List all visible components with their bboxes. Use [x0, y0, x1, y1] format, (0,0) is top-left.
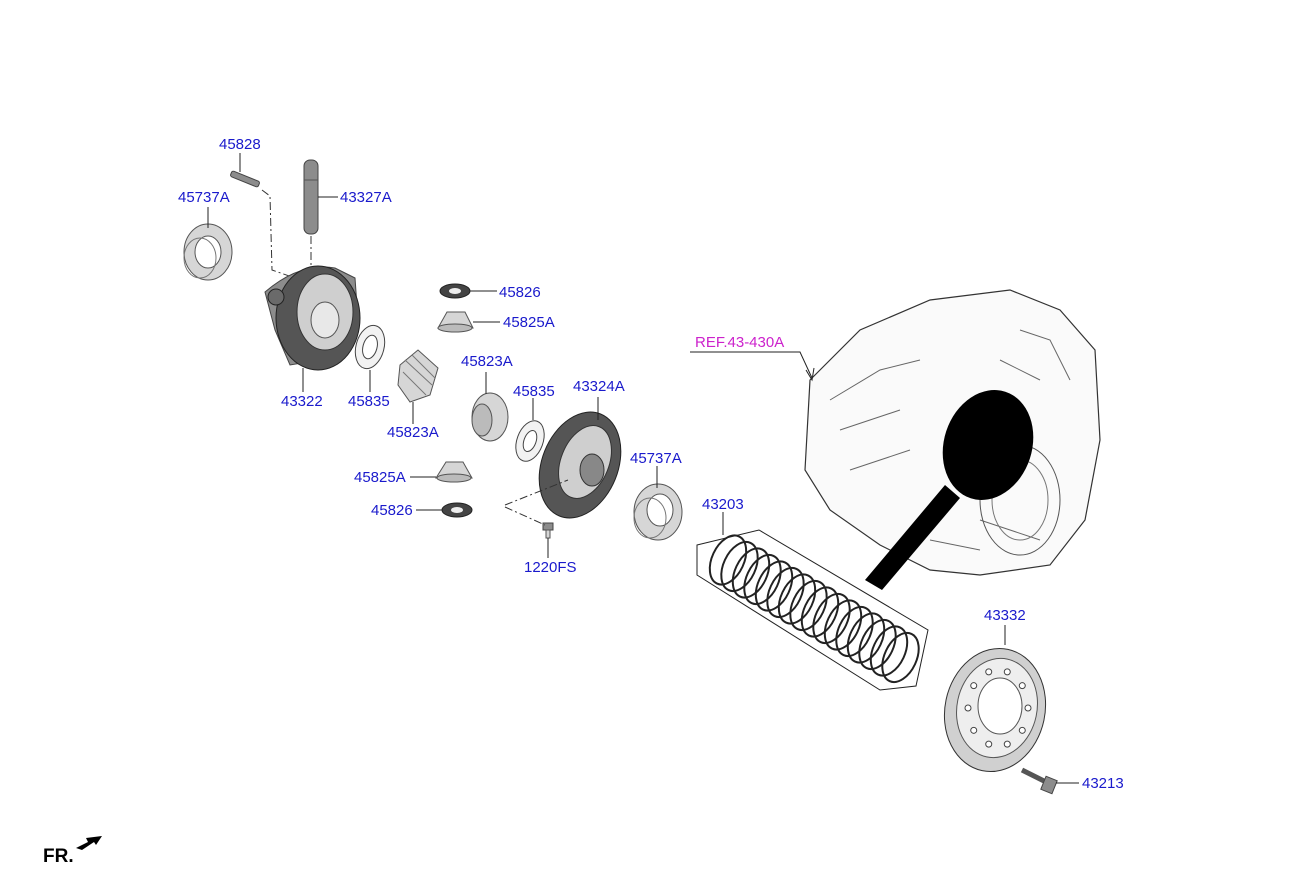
label-45823a-left[interactable]: 45823A: [387, 424, 439, 441]
shim-ring: [800, 586, 840, 638]
label-43203[interactable]: 43203: [702, 496, 744, 513]
label-45737a-left[interactable]: 45737A: [178, 189, 230, 206]
label-1220fs[interactable]: 1220FS: [524, 559, 577, 576]
washer-45835-left: [354, 324, 386, 370]
shim-ring: [835, 605, 874, 658]
label-43327a[interactable]: 43327A: [340, 189, 392, 206]
label-45737a-right[interactable]: 45737A: [630, 450, 682, 467]
label-45826-bottom[interactable]: 45826: [371, 502, 413, 519]
bearing-45737a-right: [633, 483, 683, 541]
shim-ring: [708, 534, 748, 586]
ring-gear-hole: [1024, 704, 1032, 712]
shim-set-43203: [696, 529, 929, 691]
bearing-45737a-left: [183, 223, 233, 281]
shim-ring: [754, 560, 794, 612]
pinion-45825a-top: [437, 311, 474, 333]
shim-ring: [743, 553, 782, 606]
front-indicator-label: FR.: [43, 846, 74, 867]
ring-gear-hole: [1018, 726, 1026, 734]
diff-cover-43324a: [538, 411, 622, 519]
pin-45828: [230, 170, 260, 188]
label-43322[interactable]: 43322: [281, 393, 323, 410]
differential-case-43322: [264, 265, 361, 371]
ring-gear-hole: [970, 726, 978, 734]
label-45825a-top[interactable]: 45825A: [503, 314, 555, 331]
label-45835-left[interactable]: 45835: [348, 393, 390, 410]
shim-ring: [731, 547, 771, 599]
washer-45826-top: [439, 283, 471, 299]
shim-ring: [846, 612, 886, 664]
shim-ring: [766, 566, 805, 619]
pinion-45825a-bottom: [435, 461, 473, 483]
label-45828[interactable]: 45828: [219, 136, 261, 153]
front-arrow-icon: [76, 836, 102, 850]
shim-ring: [881, 631, 920, 684]
label-ref-43-430a[interactable]: REF.43-430A: [695, 334, 785, 351]
ring-gear-hole: [985, 740, 993, 748]
shim-ring: [823, 599, 863, 651]
label-45825a-bottom[interactable]: 45825A: [354, 469, 406, 486]
shim-ring: [812, 592, 851, 645]
shim-ring: [720, 540, 759, 593]
washer-45826-bottom: [441, 502, 473, 518]
label-45835-right[interactable]: 45835: [513, 383, 555, 400]
ring-gear-hole: [985, 668, 993, 676]
washer-45835-right: [515, 420, 545, 462]
label-45826-top[interactable]: 45826: [499, 284, 541, 301]
label-45823a-right[interactable]: 45823A: [461, 353, 513, 370]
shaft-43327a: [303, 159, 319, 235]
bolt-43213: [1020, 767, 1058, 795]
label-43332[interactable]: 43332: [984, 607, 1026, 624]
label-43324a[interactable]: 43324A: [573, 378, 625, 395]
shim-ring: [869, 625, 909, 677]
label-43213[interactable]: 43213: [1082, 775, 1124, 792]
ring-gear-43332: [943, 647, 1047, 773]
ring-gear-hole: [1003, 668, 1011, 676]
shim-ring: [777, 573, 817, 625]
gear-45823a-right: [471, 392, 509, 442]
gear-45823a-left: [397, 349, 439, 403]
transaxle-ref-assembly: [804, 289, 1101, 590]
shim-ring: [858, 618, 897, 671]
ring-gear-hole: [1003, 740, 1011, 748]
shim-ring: [789, 579, 828, 632]
ring-gear-hole: [970, 682, 978, 690]
ring-gear-hole: [964, 704, 972, 712]
ring-gear-hole: [1018, 682, 1026, 690]
